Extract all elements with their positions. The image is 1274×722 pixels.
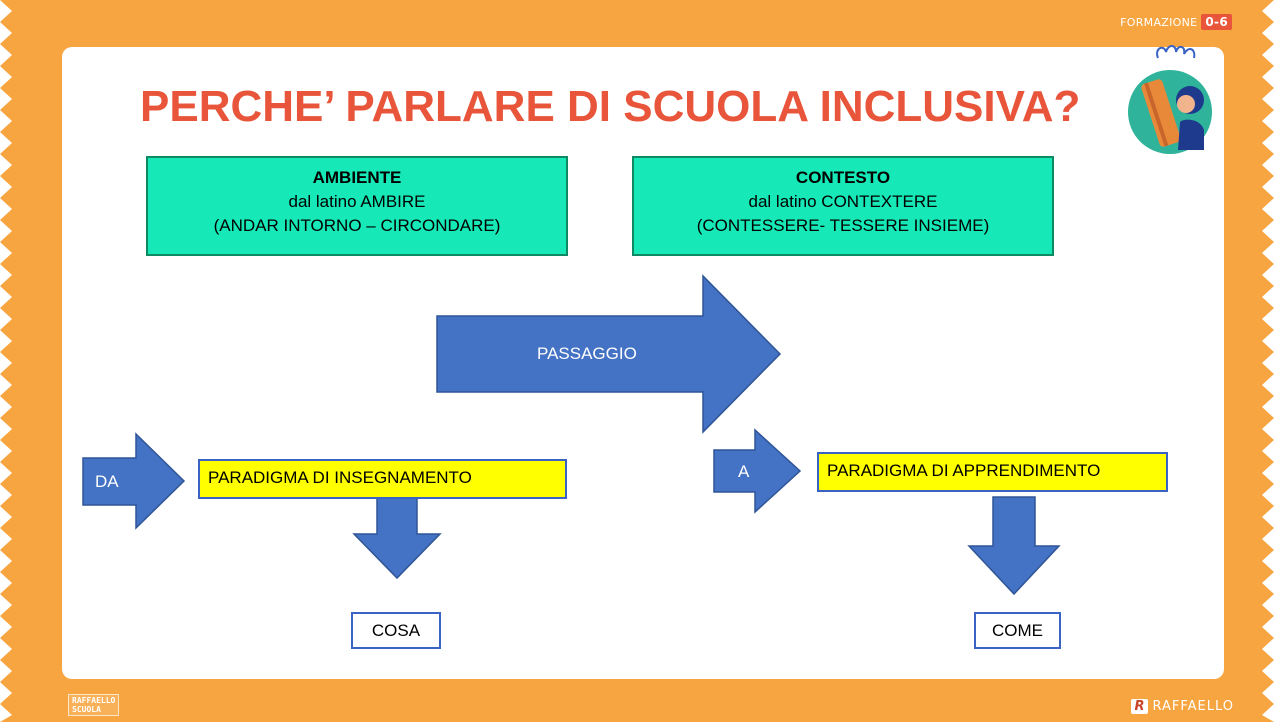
raffaello-wordmark: RAFFAELLO xyxy=(1152,699,1234,714)
ambiente-heading: AMBIENTE xyxy=(312,168,402,187)
logo-line-2: SCUOLA xyxy=(72,705,101,714)
brand-label: FORMAZIONE xyxy=(1120,16,1198,29)
raffaello-scuola-logo: RAFFAELLO SCUOLA xyxy=(68,694,120,716)
down-arrow-come xyxy=(967,496,1061,596)
da-arrow xyxy=(82,432,186,530)
pencil-girl-illustration xyxy=(1128,45,1212,154)
zigzag-border-right xyxy=(1262,0,1274,722)
contesto-meaning: (CONTESSERE- TESSERE INSIEME) xyxy=(696,216,990,235)
passaggio-label: PASSAGGIO xyxy=(537,344,637,363)
raffaello-mark-icon: R xyxy=(1131,699,1149,714)
da-label: DA xyxy=(95,472,119,491)
paradigm-insegnamento-box: PARADIGMA DI INSEGNAMENTO xyxy=(198,459,567,499)
passaggio-arrow xyxy=(436,274,782,434)
paradigm-apprendimento-box: PARADIGMA DI APPRENDIMENTO xyxy=(817,452,1168,492)
ambiente-meaning: (ANDAR INTORNO – CIRCONDARE) xyxy=(213,216,501,235)
ambiente-origin: dal latino AMBIRE xyxy=(288,192,426,211)
ambiente-box: AMBIENTE dal latino AMBIRE (ANDAR INTORN… xyxy=(146,156,568,256)
cosa-box: COSA xyxy=(351,612,441,649)
contesto-box: CONTESTO dal latino CONTEXTERE (CONTESSE… xyxy=(632,156,1054,256)
down-arrow-cosa xyxy=(352,497,442,580)
contesto-origin: dal latino CONTEXTERE xyxy=(748,192,938,211)
zigzag-border-left xyxy=(0,0,12,722)
a-arrow xyxy=(713,428,802,514)
contesto-heading: CONTESTO xyxy=(795,168,891,187)
page-title: PERCHE’ PARLARE DI SCUOLA INCLUSIVA? xyxy=(140,82,1081,131)
logo-line-1: RAFFAELLO xyxy=(72,696,116,705)
come-box: COME xyxy=(974,612,1061,649)
brand-age-badge: 0-6 xyxy=(1201,14,1232,30)
a-label: A xyxy=(738,462,750,481)
